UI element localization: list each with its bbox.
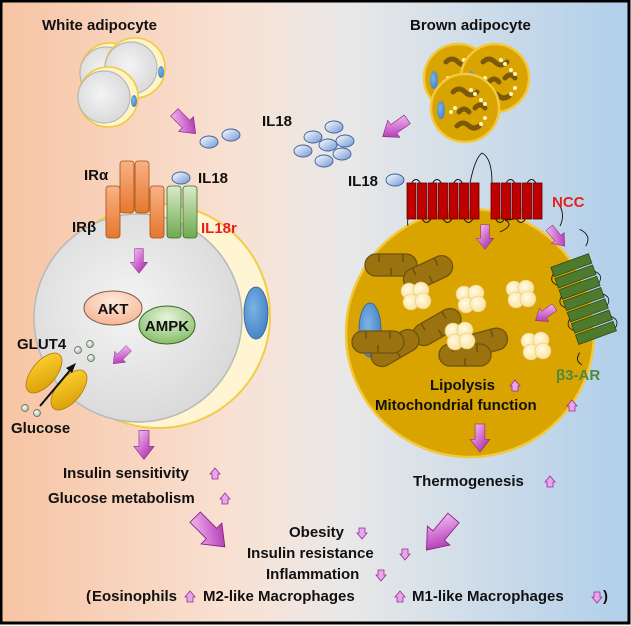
outcome-thermogenesis: Thermogenesis — [413, 473, 556, 490]
b3ar-loop — [594, 271, 601, 284]
il18-receptor — [166, 171, 198, 239]
insulin-receptor — [105, 160, 165, 239]
glucose-molecules — [21, 340, 95, 417]
b3ar-label: β3-AR — [556, 367, 600, 384]
glucose-label: Glucose — [11, 420, 70, 437]
lipid-droplet — [444, 321, 476, 351]
ncc-helix — [501, 182, 511, 220]
b3ar-helix — [550, 253, 593, 278]
ampk-label: AMPK — [145, 318, 189, 335]
outcome-text: Glucose metabolism — [48, 490, 195, 507]
close-paren: ) — [603, 588, 608, 605]
ncc-helix — [438, 182, 448, 220]
summary-immune-line: ( Eosinophils M2-like Macrophages M1-lik… — [86, 588, 608, 605]
b3ar-helix — [562, 287, 605, 312]
b3ar-loop — [602, 293, 610, 306]
il18r-label: IL18r — [201, 220, 237, 237]
outcome-text: Thermogenesis — [413, 473, 524, 490]
ncc-helix — [511, 182, 522, 220]
il18-bound-bead — [385, 173, 405, 187]
effect-mitochondrial-function: Mitochondrial function — [375, 397, 578, 414]
il18-brown-label: IL18 — [348, 173, 378, 190]
outcome-insulin-sensitivity: Insulin sensitivity — [63, 465, 221, 482]
eosinophils-text: Eosinophils — [92, 588, 177, 605]
b3ar-loop — [559, 296, 566, 309]
il18-secreted-label: IL18 — [262, 113, 292, 130]
ir-beta-label: IRβ — [72, 219, 96, 236]
il18-ligand-label: IL18 — [198, 170, 228, 187]
nucleus — [243, 286, 269, 340]
ncc-helix — [427, 182, 438, 220]
lipid-droplet — [520, 331, 552, 361]
effect-lipolysis: Lipolysis — [430, 377, 521, 394]
b3ar-loop — [567, 318, 574, 331]
ncc-receptor — [406, 152, 563, 233]
akt-label: AKT — [98, 301, 129, 318]
brown-adipocyte-title: Brown adipocyte — [410, 17, 531, 34]
lipid-droplet — [505, 279, 537, 309]
b3ar-loop — [551, 273, 558, 286]
ncc-helix — [417, 182, 427, 220]
ncc-helix — [490, 182, 501, 220]
lipid-droplet — [400, 281, 432, 311]
ncc-helix — [522, 182, 532, 220]
summary-text: Inflammation — [266, 566, 359, 583]
ncc-helix — [448, 182, 459, 220]
akt-node: AKT — [83, 290, 143, 326]
summary-insulin-resistance: Insulin resistance — [247, 545, 411, 562]
summary-inflammation: Inflammation — [266, 566, 387, 583]
mitochondrion — [351, 330, 405, 354]
ir-alpha-label: IRα — [84, 167, 109, 184]
summary-obesity: Obesity — [289, 524, 368, 541]
summary-text: Insulin resistance — [247, 545, 374, 562]
open-paren: ( — [86, 588, 91, 605]
effect-text: Mitochondrial function — [375, 397, 537, 414]
white-adipocyte-title: White adipocyte — [42, 17, 157, 34]
b3ar-helix — [566, 298, 609, 323]
ampk-node: AMPK — [138, 305, 196, 345]
b3ar-helix — [570, 309, 613, 334]
b3ar-helix — [554, 264, 597, 289]
lipid-droplet — [455, 284, 487, 314]
m1-macrophages-text: M1-like Macrophages — [412, 588, 564, 605]
ncc-helix — [532, 182, 543, 220]
effect-text: Lipolysis — [430, 377, 495, 394]
b3ar-loop — [611, 316, 618, 329]
b3ar-helix — [574, 320, 617, 345]
outcome-text: Insulin sensitivity — [63, 465, 190, 482]
ncc-helix — [406, 182, 417, 220]
b3ar-helix — [558, 275, 601, 300]
m2-macrophages-text: M2-like Macrophages — [203, 588, 355, 605]
ncc-helix — [459, 182, 469, 220]
outcome-glucose-metabolism: Glucose metabolism — [48, 490, 231, 507]
glut4-label: GLUT4 — [17, 336, 67, 353]
ncc-label: NCC — [552, 194, 585, 211]
glut4-transporter — [25, 352, 88, 411]
ncc-helix — [469, 182, 480, 220]
summary-text: Obesity — [289, 524, 345, 541]
b3ar-receptor — [550, 228, 618, 365]
brown-adipocyte-cell — [344, 207, 596, 459]
